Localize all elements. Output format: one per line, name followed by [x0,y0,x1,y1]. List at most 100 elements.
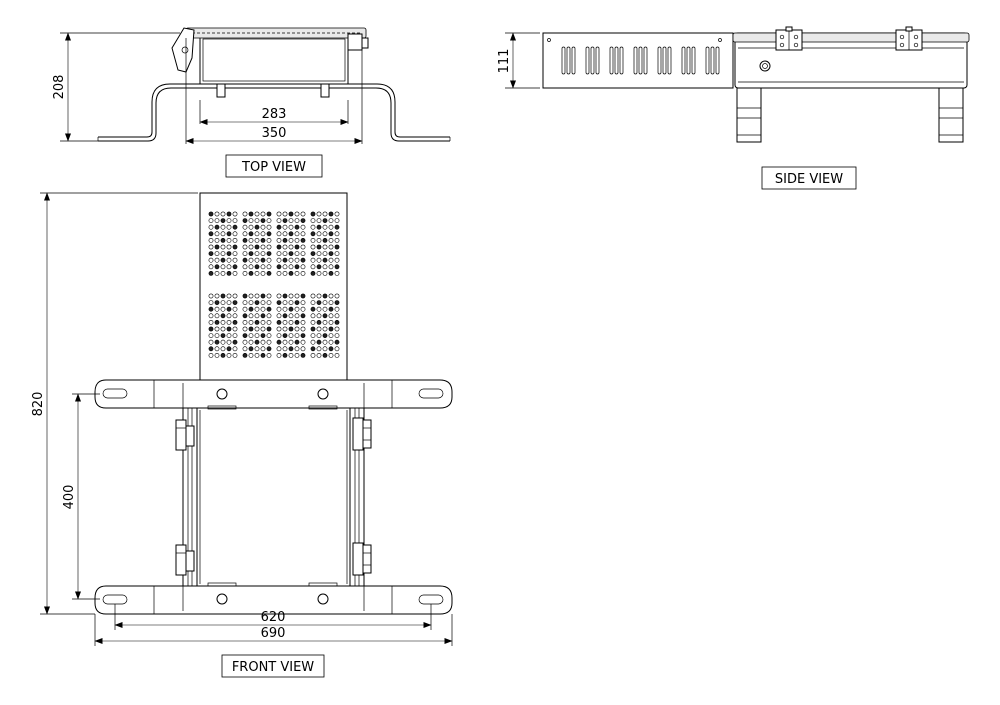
perforation-hole [328,244,334,250]
perforation-hole [294,218,300,223]
dim-top-inner: 283 [262,107,287,122]
front-view-perforations [208,211,340,358]
perforation-hole [294,251,300,256]
perforation-hole [208,264,214,270]
perforation-hole [208,319,214,325]
perforation-hole [242,300,248,305]
front-view-latch [175,544,195,576]
perforation-hole [214,306,220,312]
perforation-hole [208,237,214,243]
vent-slot [681,46,686,75]
perforation-hole [208,293,214,299]
perforation-hole [220,333,226,338]
perforation-hole [294,313,300,319]
perforation-hole [266,244,272,250]
perforation-hole [242,339,248,345]
perforation-hole [310,264,316,270]
perforation-hole [328,211,334,217]
perforation-hole [232,346,238,352]
perforation-hole [214,333,220,338]
perforation-hole [310,300,316,305]
vent-slot [595,46,600,75]
side-view-foot [736,87,762,143]
perforation-hole [260,319,266,325]
perforation-hole [328,224,334,230]
front-view-label-box [221,654,325,678]
side-view-lid [732,32,970,43]
perforation-hole [266,224,272,230]
perforation-hole [208,231,214,237]
perforation-hole [288,326,294,332]
perforation-hole [310,352,316,358]
perforation-hole [310,257,316,263]
perforation-hole [316,251,322,256]
perforation-hole [260,346,266,352]
perforation-hole [328,352,334,358]
perforation-hole [214,257,220,263]
perforation-hole [316,257,322,263]
vent-slot [590,46,595,75]
perforation-hole [208,224,214,230]
dim-top-height: 208 [52,75,67,100]
perforation-hole [242,326,248,332]
perforation-hole [310,244,316,250]
perforation-hole [266,211,272,217]
perforation-hole [288,313,294,319]
side-view-bracket-plate [542,32,734,89]
perforation-hole [328,231,334,237]
perforation-hole [260,313,266,319]
perforation-hole [322,333,328,338]
perforation-hole [294,300,300,305]
front-view-lower-bracket [94,582,453,615]
perforation-hole [334,244,340,250]
perforation-hole [300,231,306,237]
perforation-hole [288,231,294,237]
perforation-hole [322,218,328,223]
perforation-hole [254,211,260,217]
perforation-hole [266,270,272,276]
perforation-hole [310,224,316,230]
perforation-hole [276,319,282,325]
perforation-hole [220,231,226,237]
perforation-hole [266,313,272,319]
perforation-hole [334,352,340,358]
perforation-hole [220,313,226,319]
perforation-hole [220,306,226,312]
perforation-hole [260,264,266,270]
perforation-hole [254,333,260,338]
perforation-hole [242,224,248,230]
perforation-hole [300,244,306,250]
perforation-hole [276,333,282,338]
top-view: 283 350 208 TOP VIEW [52,27,451,178]
perforation-hole [232,352,238,358]
perforation-hole [254,352,260,358]
perforation-hole [310,251,316,256]
vent-slot [571,46,576,75]
perforation-hole [248,218,254,223]
perforation-hole [334,218,340,223]
perforation-hole [242,306,248,312]
perforation-hole [248,224,254,230]
perforation-hole [260,224,266,230]
perforation-hole [282,300,288,305]
perforation-hole [334,333,340,338]
perforation-hole [248,244,254,250]
perforation-hole [300,293,306,299]
perforation-hole [316,224,322,230]
perforation-hole [276,339,282,345]
perforation-hole [276,211,282,217]
perforation-hole [316,293,322,299]
perforation-hole [266,333,272,338]
perforation-hole [220,326,226,332]
perforation-hole [226,333,232,338]
perforation-hole [242,346,248,352]
perforation-hole [242,319,248,325]
perforation-hole [288,319,294,325]
front-view-bolt [216,388,228,400]
perforation-hole [282,293,288,299]
perforation-hole [248,339,254,345]
perforation-hole [208,270,214,276]
side-view-vent-slots [561,46,720,75]
perforation-hole [248,326,254,332]
vent-slot [667,46,672,75]
